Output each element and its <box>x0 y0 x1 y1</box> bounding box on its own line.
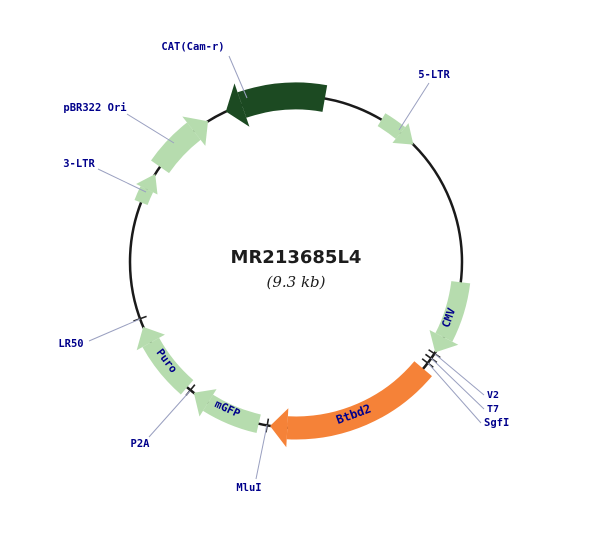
callout-line <box>126 113 175 144</box>
callout-line <box>228 55 248 99</box>
callout-line <box>97 168 147 193</box>
feature-arrows-layer <box>134 82 471 448</box>
callout-line <box>434 353 485 396</box>
site-label-v2: V2 <box>487 390 499 401</box>
callout-line <box>398 82 430 131</box>
plasmid-name: MR213685L4 <box>231 247 362 268</box>
site-tick <box>421 358 434 368</box>
site-label-mlui: MluI <box>236 482 261 494</box>
feature-arrowhead-btbd2 <box>270 408 289 448</box>
feature-arc-5-ltr <box>377 113 406 139</box>
feature-label-pbr322-ori: pBR322 Ori <box>63 102 126 114</box>
callout-line <box>255 424 268 480</box>
feature-label-5ltr: 5-LTR <box>418 69 450 81</box>
feature-arrowhead-5-ltr <box>392 123 414 145</box>
site-label-t7: T7 <box>487 404 499 415</box>
site-label-p2a: P2A <box>131 438 151 450</box>
feature-arc-mgfp <box>203 394 261 434</box>
feature-label-3ltr: 3-LTR <box>63 158 95 170</box>
callout-line <box>430 357 485 410</box>
site-label-sgfi: SgfI <box>484 417 509 429</box>
feature-arc-puro <box>142 337 194 395</box>
feature-label-cat: CAT(Cam-r) <box>161 41 224 53</box>
feature-arc-btbd2 <box>286 361 432 440</box>
feature-arrowhead-puro <box>136 326 165 351</box>
feature-arc-cat-cam-r <box>237 82 328 118</box>
feature-arc-pbr322-ori <box>151 122 201 174</box>
site-label-lr50: LR50 <box>58 338 83 350</box>
callout-line <box>88 318 141 342</box>
feature-arrowhead-mgfp <box>193 389 217 417</box>
callout-line <box>427 362 482 424</box>
plasmid-size: (9.3 kb) <box>266 273 325 291</box>
feature-arc-3-ltr <box>134 186 154 206</box>
feature-arrowhead-cmv <box>429 330 459 353</box>
callout-line <box>148 390 191 438</box>
callout-lines-layer <box>88 55 485 480</box>
feature-arc-cmv <box>435 280 471 342</box>
feature-arrowhead-pbr322-ori <box>182 116 209 146</box>
feature-arrowhead-cat-cam-r <box>225 83 250 127</box>
feature-arrowhead-3-ltr <box>136 174 158 195</box>
